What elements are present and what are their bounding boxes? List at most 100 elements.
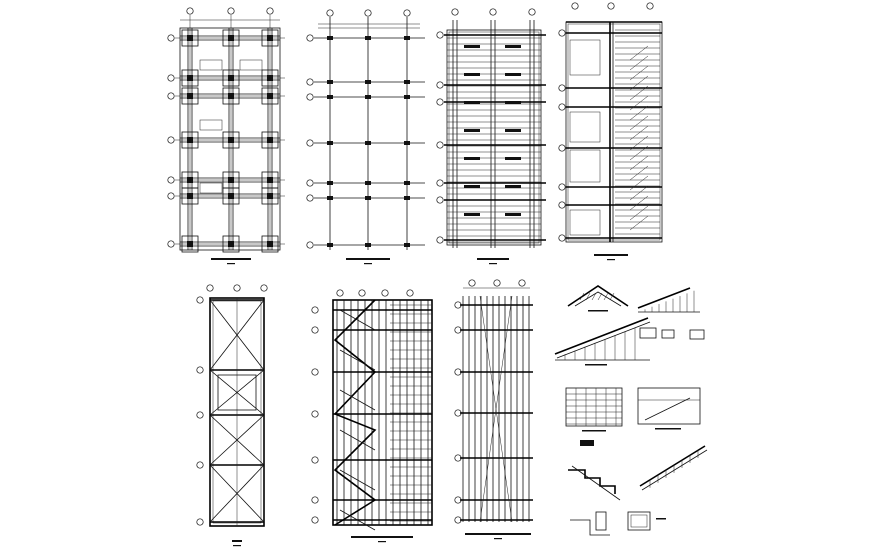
floor-outline-inner bbox=[448, 31, 540, 244]
grid-bubble bbox=[436, 236, 444, 244]
brace bbox=[339, 349, 376, 371]
slab-panel bbox=[569, 149, 601, 183]
brace bbox=[339, 309, 376, 331]
column bbox=[365, 36, 371, 40]
grid-bubble bbox=[260, 284, 268, 292]
grid-bubble bbox=[451, 8, 459, 16]
column bbox=[365, 196, 371, 200]
grid-bubble bbox=[558, 103, 566, 111]
hatch bbox=[585, 292, 591, 301]
ridge-detail-inner bbox=[574, 291, 622, 307]
hatch bbox=[629, 45, 649, 61]
grid-bubble bbox=[306, 34, 314, 42]
drawing-title-bar bbox=[477, 258, 509, 260]
ramp-detail bbox=[641, 449, 708, 491]
footing bbox=[261, 29, 279, 47]
blocking bbox=[464, 73, 480, 76]
footing-detail bbox=[595, 511, 607, 531]
column-stub bbox=[187, 75, 193, 81]
grid-bubble bbox=[468, 279, 476, 287]
hatch bbox=[629, 125, 649, 141]
grid-bubble bbox=[336, 289, 344, 297]
hatch bbox=[597, 292, 603, 301]
column bbox=[404, 36, 410, 40]
grid-bubble bbox=[436, 141, 444, 149]
column bbox=[404, 141, 410, 145]
column-stub bbox=[187, 193, 193, 199]
column bbox=[404, 80, 410, 84]
grid-bubble bbox=[403, 9, 411, 17]
detail-title-bar bbox=[656, 518, 666, 520]
drawing-scale-mark bbox=[378, 541, 386, 543]
detail-title-bar bbox=[588, 310, 608, 312]
footing bbox=[181, 235, 199, 253]
detail-title-bar bbox=[582, 430, 606, 432]
column-stub bbox=[228, 177, 234, 183]
column bbox=[327, 243, 333, 247]
drawing-title-bar bbox=[351, 536, 413, 538]
grid-bubble bbox=[326, 9, 334, 17]
column bbox=[404, 95, 410, 99]
column-stub bbox=[267, 137, 273, 143]
ramp-detail bbox=[639, 445, 706, 487]
opening bbox=[199, 182, 223, 194]
column bbox=[327, 95, 333, 99]
blocking bbox=[464, 185, 480, 188]
rafter-detail bbox=[556, 321, 651, 359]
blocking bbox=[505, 185, 521, 188]
grid-bubble bbox=[493, 279, 501, 287]
blocking bbox=[464, 213, 480, 216]
column bbox=[327, 181, 333, 185]
grid-bubble bbox=[306, 241, 314, 249]
grid-bubble bbox=[306, 93, 314, 101]
footing bbox=[222, 69, 240, 87]
footing bbox=[181, 187, 199, 205]
grid-bubble bbox=[306, 139, 314, 147]
grid-bubble bbox=[196, 366, 204, 374]
column bbox=[404, 243, 410, 247]
grid-bubble bbox=[436, 179, 444, 187]
column-stub bbox=[228, 93, 234, 99]
hip-rafter bbox=[333, 299, 377, 526]
grid-bubble bbox=[518, 279, 526, 287]
drawing-title-bar bbox=[465, 533, 531, 535]
drawing-scale-mark bbox=[607, 259, 615, 261]
footing bbox=[222, 87, 240, 105]
foundation-plan-drawing bbox=[167, 7, 285, 265]
construction-details-drawing bbox=[554, 285, 708, 536]
footing bbox=[261, 235, 279, 253]
hatch bbox=[629, 195, 649, 211]
purlin-plan-drawing bbox=[454, 279, 533, 540]
grid-bubble bbox=[558, 234, 566, 242]
grid-bubble bbox=[436, 98, 444, 106]
hatch bbox=[579, 292, 585, 301]
grid-bubble bbox=[406, 289, 414, 297]
brace bbox=[339, 389, 376, 411]
column-stub bbox=[228, 193, 234, 199]
grid-bubble bbox=[558, 29, 566, 37]
section-detail-1 bbox=[565, 387, 623, 427]
grid-bubble bbox=[558, 183, 566, 191]
grid-bubble bbox=[206, 284, 214, 292]
column-plan-drawing bbox=[306, 9, 425, 265]
grid-bubble bbox=[558, 144, 566, 152]
grid-bubble bbox=[311, 306, 319, 314]
drawing-title-bar bbox=[232, 540, 242, 542]
grid-bubble bbox=[196, 296, 204, 304]
detail-title-bar bbox=[655, 428, 681, 430]
column-stub bbox=[267, 193, 273, 199]
blocking bbox=[505, 101, 521, 104]
diagonal-brace bbox=[209, 464, 265, 523]
grid-bubble bbox=[364, 9, 372, 17]
brace bbox=[339, 429, 376, 451]
opening bbox=[199, 59, 223, 71]
column-stub bbox=[187, 241, 193, 247]
opening bbox=[239, 59, 263, 71]
grid-bubble bbox=[233, 284, 241, 292]
footing bbox=[222, 235, 240, 253]
grid-bubble bbox=[311, 516, 319, 524]
diagonal-brace bbox=[209, 299, 265, 371]
column bbox=[404, 181, 410, 185]
footing bbox=[261, 131, 279, 149]
